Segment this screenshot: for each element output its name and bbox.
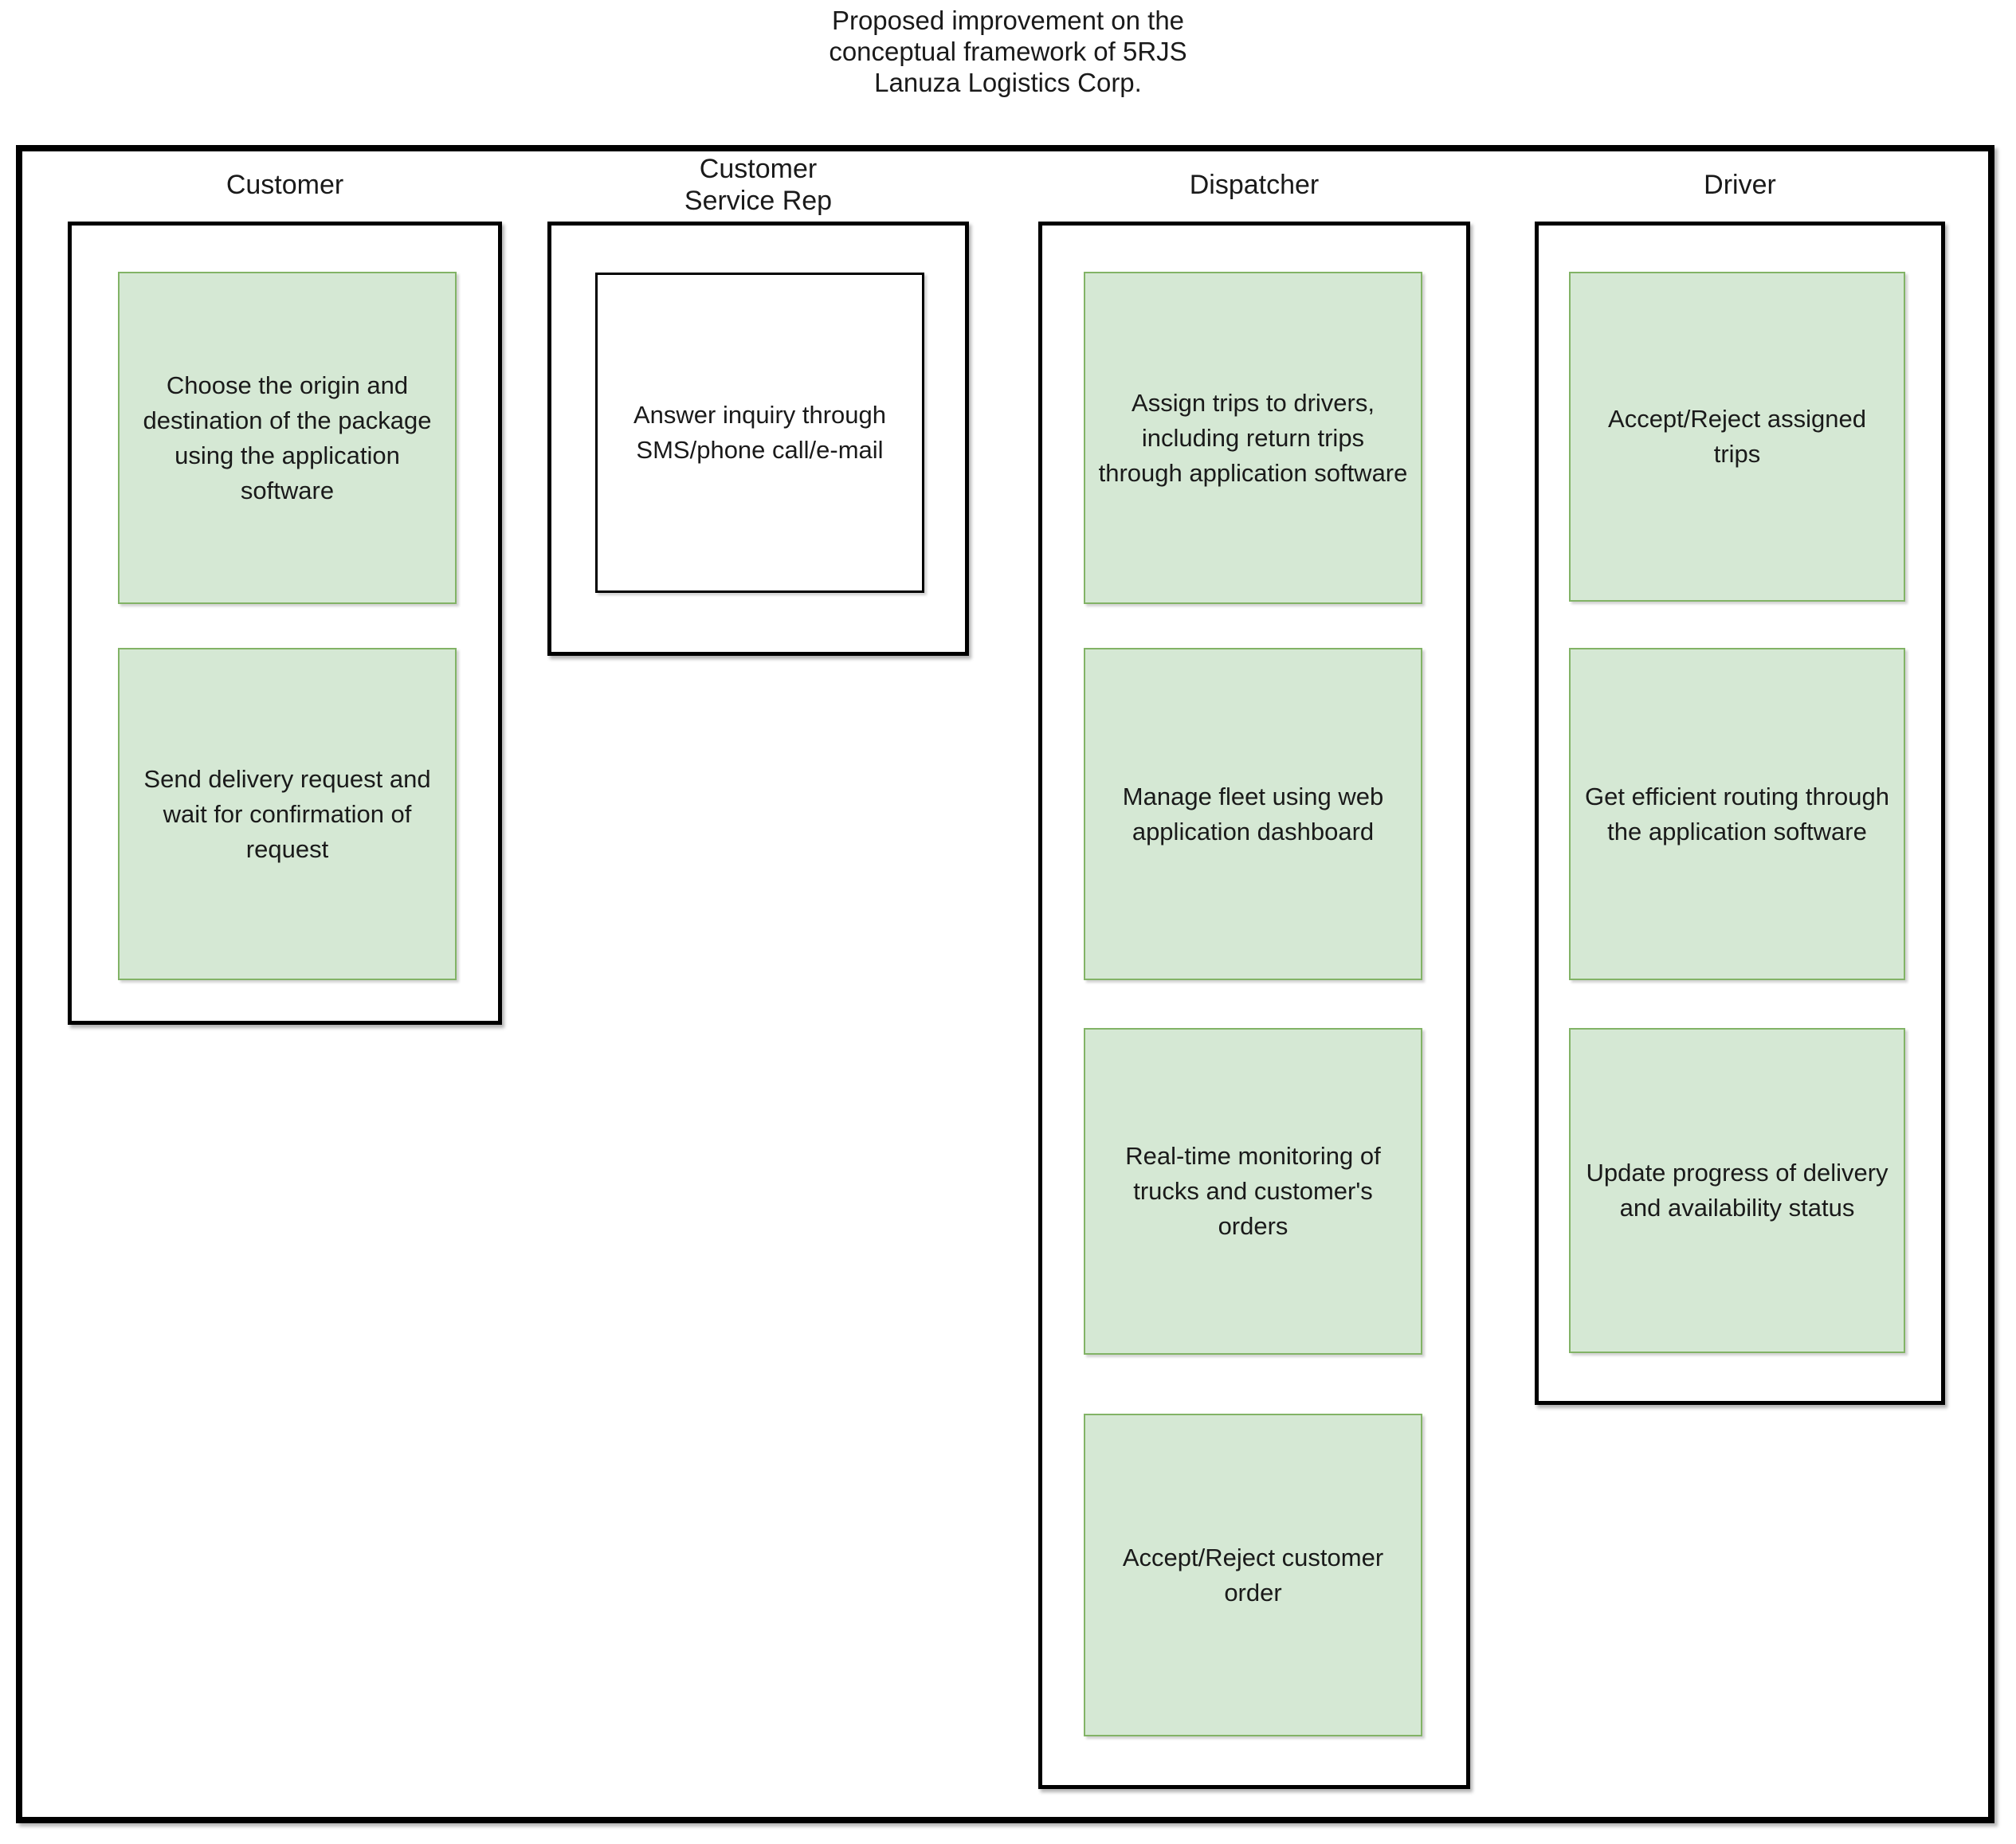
task-accept-reject-customer-order: Accept/Reject customer order [1084,1414,1422,1736]
lane-label-customer-service-rep: Customer Service Rep [684,154,833,216]
task-assign-trips: Assign trips to drivers, including retur… [1084,272,1422,604]
lane-customer: Choose the origin and destination of the… [68,222,502,1025]
lane-driver: Accept/Reject assigned trips Get efficie… [1535,222,1945,1405]
task-answer-inquiry: Answer inquiry through SMS/phone call/e-… [595,273,924,593]
lane-dispatcher: Assign trips to drivers, including retur… [1038,222,1470,1789]
task-send-delivery-request: Send delivery request and wait for confi… [118,648,457,980]
lane-label-dispatcher: Dispatcher [1189,170,1320,200]
diagram-title: Proposed improvement on the conceptual f… [829,6,1187,97]
task-manage-fleet: Manage fleet using web application dashb… [1084,648,1422,980]
task-choose-origin-destination: Choose the origin and destination of the… [118,272,457,604]
task-accept-reject-assigned-trips: Accept/Reject assigned trips [1569,272,1905,602]
lane-label-driver: Driver [1704,170,1776,200]
task-realtime-monitoring: Real-time monitoring of trucks and custo… [1084,1028,1422,1355]
task-update-progress: Update progress of delivery and availabi… [1569,1028,1905,1353]
task-get-efficient-routing: Get efficient routing through the applic… [1569,648,1905,980]
lane-customer-service-rep: Answer inquiry through SMS/phone call/e-… [547,222,969,656]
lane-label-customer: Customer [226,170,344,200]
